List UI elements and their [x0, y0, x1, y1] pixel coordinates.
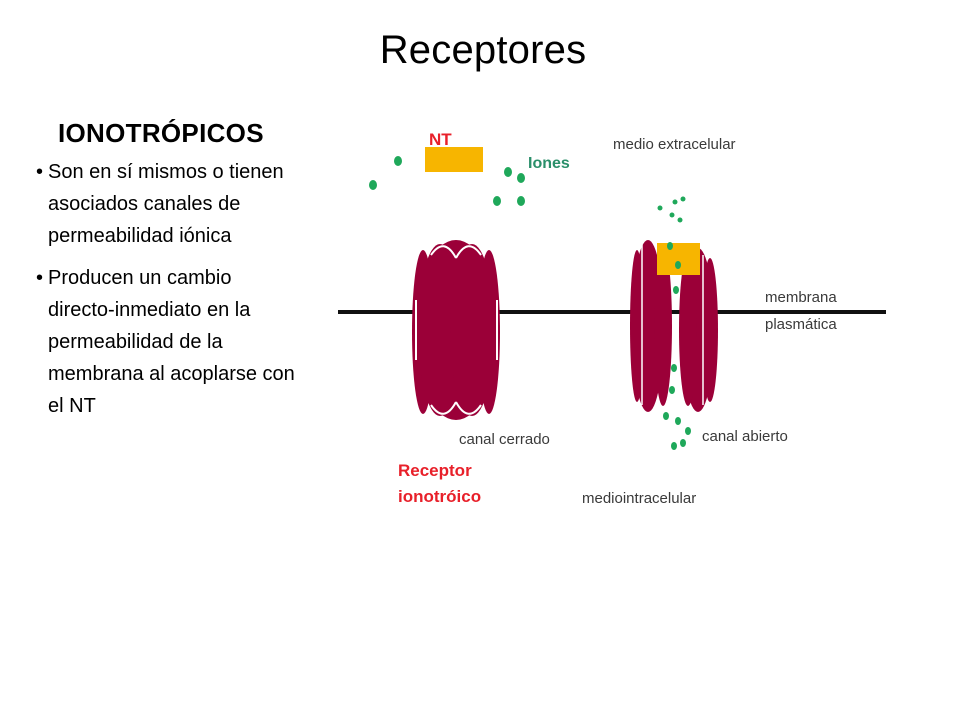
- closed-channel-label: canal cerrado: [459, 431, 550, 448]
- membrane-label-line2: plasmática: [765, 316, 837, 333]
- section-subtitle: IONOTRÓPICOS: [58, 118, 264, 148]
- membrane-label-line1: membrana: [765, 289, 837, 306]
- nt-legend-swatch: [425, 147, 483, 172]
- bullet-list: • Son en sí mismos o tienen asociados ca…: [36, 156, 298, 432]
- intracellular-label: mediointracelular: [582, 490, 696, 507]
- bullet-text: Son en sí mismos o tienen asociados cana…: [48, 161, 284, 247]
- closed-channel-highlights: [415, 245, 498, 415]
- bullet-item: • Son en sí mismos o tienen asociados ca…: [36, 156, 298, 252]
- closed-channel-receptor: [412, 240, 500, 420]
- nt-label: NT: [429, 130, 452, 149]
- bullet-text: Producen un cambio directo-inmediato en …: [48, 267, 295, 417]
- bullet-dot-icon: •: [36, 267, 44, 289]
- bound-neurotransmitter: [657, 243, 700, 275]
- channel-ions: [657, 196, 691, 450]
- free-ions: [369, 156, 525, 206]
- bullet-item: • Producen un cambio directo-inmediato e…: [36, 262, 298, 422]
- ions-label: Iones: [528, 155, 570, 172]
- open-channel-highlights: [641, 245, 704, 405]
- open-channel-label: canal abierto: [702, 428, 788, 445]
- extracellular-label: medio extracelular: [613, 136, 736, 153]
- receptor-label-line2: ionotróico: [398, 487, 481, 506]
- open-channel-receptor: [630, 240, 718, 412]
- receptor-label-line1: Receptor: [398, 461, 472, 480]
- slide-title: Receptores: [379, 28, 587, 72]
- bullet-dot-icon: •: [36, 161, 44, 183]
